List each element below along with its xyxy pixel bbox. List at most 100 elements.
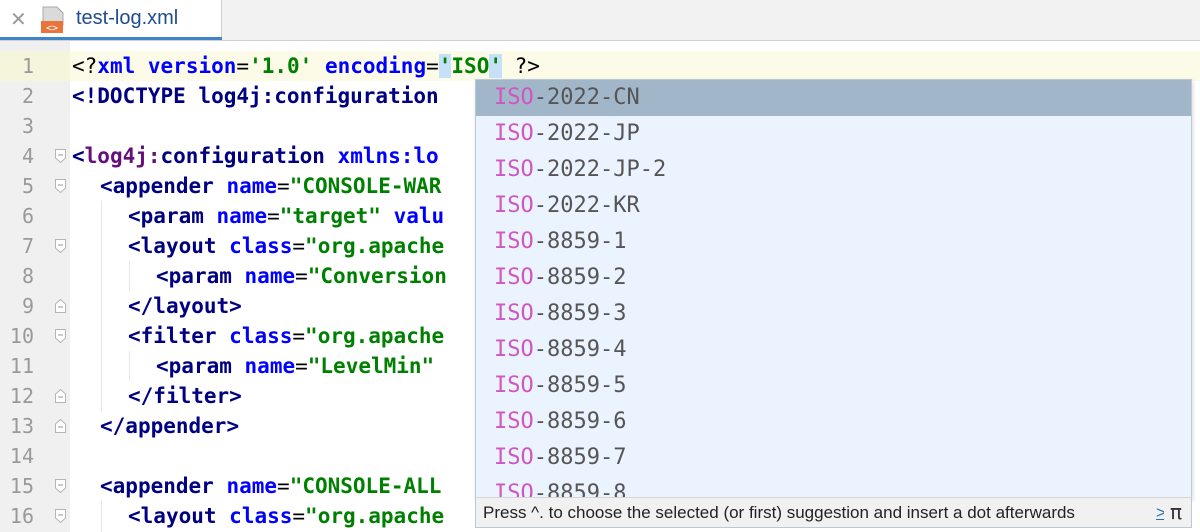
code-token: = (292, 234, 306, 258)
completion-rest: -8859-2 (533, 265, 627, 290)
code-token: "Conversion (307, 264, 447, 288)
indent-guide (101, 501, 102, 532)
code-token: name (226, 174, 278, 198)
code-token: '1.0' (249, 54, 313, 78)
code-token: = (236, 54, 250, 78)
code-line-6[interactable]: <param name="target" valu (128, 201, 444, 231)
completion-rest: -8859-3 (533, 301, 627, 326)
code-token: < (156, 264, 169, 288)
completion-item[interactable]: ISO-2022-KR (476, 188, 1191, 224)
code-token: class (229, 504, 293, 528)
completion-rest: -2022-JP (533, 121, 640, 146)
code-token: < (100, 174, 113, 198)
code-line-12[interactable]: </filter> (128, 381, 242, 411)
code-token: "CONSOLE-WAR (289, 174, 442, 198)
line-number: 1 (21, 54, 34, 78)
fold-icon[interactable] (55, 509, 66, 523)
editor-tab-bar: ✕ <> test-log.xml (0, 0, 1200, 41)
code-line-13[interactable]: </appender> (100, 411, 239, 441)
line-number: 10 (9, 324, 34, 348)
fold-icon[interactable] (55, 329, 66, 343)
code-line-16[interactable]: <layout class="org.apache (128, 501, 444, 531)
completion-item[interactable]: ISO-8859-4 (476, 332, 1191, 368)
fold-icon[interactable] (55, 299, 66, 313)
completion-rest: -8859-4 (533, 337, 627, 362)
code-token: class (229, 324, 293, 348)
code-token (232, 264, 245, 288)
code-token: ' (438, 54, 452, 78)
code-token: filter (153, 384, 230, 408)
completion-match: ISO (494, 373, 534, 398)
code-token: class (229, 234, 293, 258)
completion-match: ISO (494, 193, 534, 218)
fold-icon[interactable] (55, 179, 66, 193)
code-line-2[interactable]: <!DOCTYPE log4j:configuration (72, 81, 439, 111)
line-number: 9 (21, 294, 34, 318)
code-token: valu (393, 204, 445, 228)
code-line-8[interactable]: <param name="Conversion (156, 261, 447, 291)
completion-item[interactable]: ISO-8859-5 (476, 368, 1191, 404)
code-token: < (128, 504, 141, 528)
pi-icon[interactable]: π (1164, 498, 1188, 526)
completion-item[interactable]: ISO-8859-8 (476, 476, 1191, 498)
code-token: </ (128, 384, 154, 408)
code-token: param (168, 264, 232, 288)
current-line-gutter-highlight (0, 51, 70, 81)
code-line-1[interactable]: <?xml version='1.0' encoding='ISO' ?> (72, 51, 540, 81)
code-token: param (140, 204, 204, 228)
completion-rest: -8859-1 (533, 229, 627, 254)
code-line-7[interactable]: <layout class="org.apache (128, 231, 444, 261)
code-token: encoding (324, 54, 427, 78)
code-token (217, 324, 230, 348)
code-token: < (128, 324, 141, 348)
completion-item[interactable]: ISO-2022-CN (476, 80, 1191, 116)
code-token: version (147, 54, 237, 78)
line-number: 12 (9, 384, 34, 408)
code-line-15[interactable]: <appender name="CONSOLE-ALL (100, 471, 441, 501)
completion-item[interactable]: ISO-8859-1 (476, 224, 1191, 260)
code-token (232, 354, 245, 378)
code-token: > (229, 294, 242, 318)
code-token: = (295, 264, 308, 288)
fold-icon[interactable] (55, 389, 66, 403)
completion-item[interactable]: ISO-2022-JP (476, 116, 1191, 152)
line-number-gutter (0, 41, 70, 532)
line-number: 5 (21, 174, 34, 198)
fold-icon[interactable] (55, 419, 66, 433)
completion-item[interactable]: ISO-8859-3 (476, 296, 1191, 332)
completion-item[interactable]: ISO-8859-6 (476, 404, 1191, 440)
code-token: < (100, 474, 113, 498)
code-token: layout (140, 504, 217, 528)
code-line-5[interactable]: <appender name="CONSOLE-WAR (100, 171, 441, 201)
code-token: < (72, 144, 85, 168)
line-number: 16 (9, 504, 34, 528)
hint-more-link[interactable]: > (1156, 503, 1166, 522)
code-token: < (128, 234, 141, 258)
code-line-9[interactable]: </layout> (128, 291, 242, 321)
code-token (214, 474, 227, 498)
completion-match: ISO (494, 229, 534, 254)
completion-match: ISO (494, 121, 534, 146)
code-token: </ (100, 414, 126, 438)
code-line-10[interactable]: <filter class="org.apache (128, 321, 444, 351)
code-line-4[interactable]: <log4j:configuration xmlns:lo (72, 141, 439, 171)
line-number: 3 (21, 114, 34, 138)
code-token: name (216, 204, 268, 228)
completion-item[interactable]: ISO-8859-7 (476, 440, 1191, 476)
completion-rest: -8859-5 (533, 373, 627, 398)
code-token: </ (128, 294, 154, 318)
code-token (325, 144, 338, 168)
fold-icon[interactable] (55, 479, 66, 493)
code-token: "org.apache (305, 234, 445, 258)
line-number: 6 (21, 204, 34, 228)
code-line-11[interactable]: <param name="LevelMin" (156, 351, 434, 381)
fold-icon[interactable] (55, 149, 66, 163)
close-icon[interactable]: ✕ (10, 7, 27, 31)
code-token: ' (489, 54, 502, 78)
completion-item[interactable]: ISO-8859-2 (476, 260, 1191, 296)
completion-rest: -2022-JP-2 (533, 157, 667, 182)
fold-icon[interactable] (55, 239, 66, 253)
tab-test-log-xml[interactable]: ✕ <> test-log.xml (0, 0, 222, 40)
code-token: = (426, 54, 439, 78)
completion-item[interactable]: ISO-2022-JP-2 (476, 152, 1191, 188)
